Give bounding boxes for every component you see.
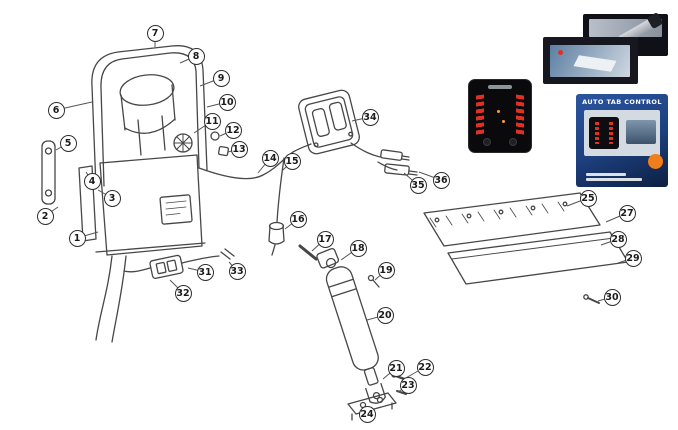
- callout-18: 18: [349, 239, 367, 257]
- callout-12: 12: [224, 121, 242, 139]
- callout-31: 31: [196, 263, 214, 281]
- mini-boat-photo: [626, 120, 656, 144]
- mount-bracket-drawing: [41, 140, 56, 205]
- callout-25: 25: [579, 189, 597, 207]
- callout-24: 24: [358, 405, 376, 423]
- mini-led-bar-left: [595, 122, 599, 144]
- callout-1: 1: [68, 229, 86, 247]
- callout-35: 35: [409, 176, 427, 194]
- red-accent-dot: [558, 50, 563, 55]
- mini-led-bar-right: [609, 122, 613, 144]
- callout-30: 30: [603, 288, 621, 306]
- retail-box-title: AUTO TAB CONTROL: [582, 98, 662, 106]
- callout-5: 5: [59, 134, 77, 152]
- switch-drawing: [123, 248, 235, 280]
- callout-23: 23: [399, 376, 417, 394]
- callout-36: 36: [432, 171, 450, 189]
- control-head-drawing: [298, 89, 360, 155]
- brand-logo: [488, 85, 512, 89]
- callout-8: 8: [187, 47, 205, 65]
- valve-starburst: [173, 133, 193, 153]
- callout-27: 27: [618, 204, 636, 222]
- plug-and-pin-drawing: [268, 221, 318, 261]
- callout-15: 15: [283, 152, 301, 170]
- callout-14: 14: [261, 149, 279, 167]
- product-box-photo-bottom: [543, 37, 638, 84]
- caption-bar-1: [586, 178, 642, 181]
- actuator-drawing: [316, 248, 409, 421]
- callout-19: 19: [377, 261, 395, 279]
- callout-28: 28: [609, 230, 627, 248]
- mini-control-panel-photo: [589, 117, 619, 149]
- screw-drawing: [587, 297, 600, 304]
- retail-box-photo-area: [584, 110, 660, 156]
- retail-box-photo: AUTO TAB CONTROL: [576, 94, 668, 187]
- callout-34: 34: [361, 108, 379, 126]
- product-packaging-photo: [543, 11, 668, 84]
- tab-plate-in-photo: [573, 55, 617, 72]
- callout-2: 2: [36, 207, 54, 225]
- callout-11: 11: [203, 112, 221, 130]
- caption-bar-2: [586, 173, 626, 176]
- callout-16: 16: [289, 210, 307, 228]
- callout-17: 17: [316, 230, 334, 248]
- panel-button-left: [483, 138, 491, 146]
- panel-button-right: [509, 138, 517, 146]
- callout-22: 22: [416, 358, 434, 376]
- callout-13: 13: [230, 140, 248, 158]
- orange-badge: [648, 154, 663, 169]
- callout-7: 7: [146, 24, 164, 42]
- callout-32: 32: [174, 284, 192, 302]
- port-led-bar: [476, 94, 484, 136]
- callout-10: 10: [218, 93, 236, 111]
- center-led-dot-1: [497, 110, 500, 113]
- harness-connectors-drawing: [350, 142, 418, 176]
- pump-assembly-drawing: [41, 45, 230, 343]
- callout-9: 9: [212, 69, 230, 87]
- starboard-led-bar: [516, 94, 524, 136]
- led-indicator-photo: [468, 79, 532, 153]
- callout-20: 20: [376, 306, 394, 324]
- callout-6: 6: [47, 101, 65, 119]
- callout-33: 33: [228, 262, 246, 280]
- callout-29: 29: [624, 249, 642, 267]
- callout-4: 4: [83, 172, 101, 190]
- callout-21: 21: [387, 359, 405, 377]
- callout-3: 3: [103, 189, 121, 207]
- center-led-dot-2: [502, 120, 505, 123]
- transom-bracket-drawing: [347, 392, 397, 415]
- trim-tab-product-photo: [550, 45, 630, 77]
